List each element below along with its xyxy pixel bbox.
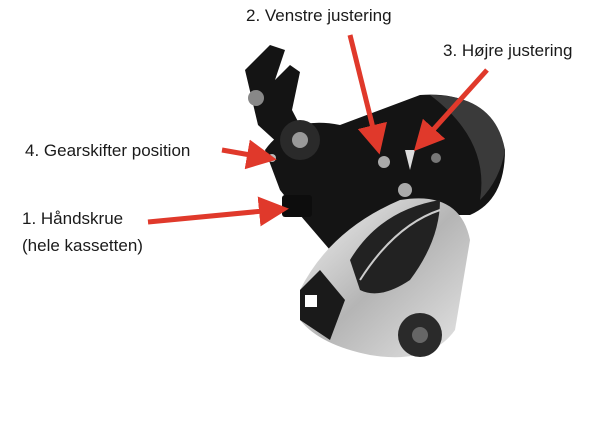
limit-screw — [282, 195, 312, 217]
arrows — [147, 34, 489, 227]
derailleur-cage — [300, 198, 470, 358]
arrow-handskrue — [147, 196, 289, 227]
label-gearskifter-position: 4. Gearskifter position — [25, 141, 191, 160]
arrow-hojre — [413, 68, 489, 152]
derailleur-hanger — [245, 45, 305, 145]
shift-position-screw — [268, 154, 276, 162]
label-hojre-justering: 3. Højre justering — [443, 41, 573, 60]
label-venstre-justering: 2. Venstre justering — [246, 6, 392, 25]
label-handskrue-sub: (hele kassetten) — [22, 236, 143, 255]
arrow-gearskifter — [221, 139, 277, 170]
arrow-venstre — [347, 34, 387, 155]
label-handskrue: 1. Håndskrue — [22, 209, 124, 228]
